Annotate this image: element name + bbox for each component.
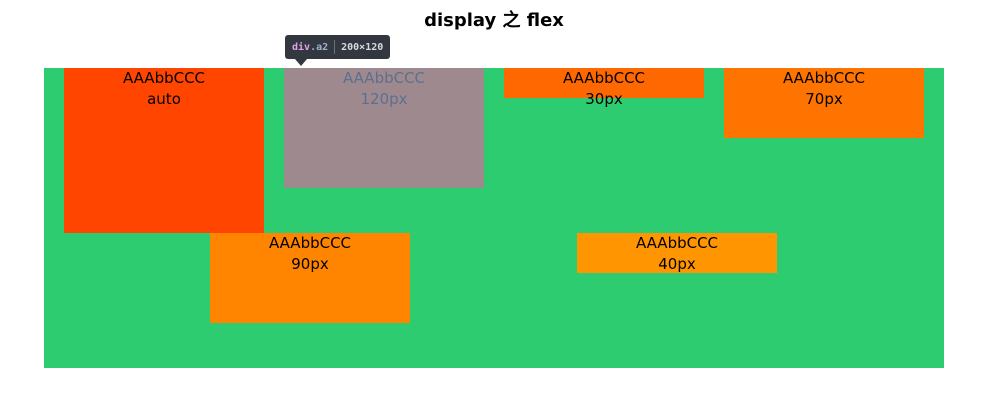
flex-item-6-text: AAAbbCCC [635,234,719,252]
tooltip-class: .a2 [310,41,329,53]
flex-item-6-size: 40px [658,255,696,273]
flex-item-1-size: auto [147,90,181,108]
flex-item-5-text: AAAbbCCC [268,234,352,252]
flex-item-5-size: 90px [291,255,329,273]
devtools-inspect-tooltip: div.a2 200×120 [285,35,391,59]
tooltip-separator [334,40,336,54]
tooltip-tag: div [292,41,311,53]
flex-item-3-size: 30px [585,90,623,108]
flex-item-5[interactable]: AAAbbCCC 90px [210,233,410,323]
page-title: display 之 flex [424,10,564,31]
flex-container: AAAbbCCC auto AAAbbCCC 120px AAAbbCCC 30… [44,68,944,368]
flex-item-3-text: AAAbbCCC [562,69,646,87]
flex-item-4-text: AAAbbCCC [782,69,866,87]
flex-item-2-text: AAAbbCCC [342,69,426,87]
flex-item-6[interactable]: AAAbbCCC 40px [577,233,777,273]
flex-item-3[interactable]: AAAbbCCC 30px [504,68,704,108]
tooltip-dimensions: 200×120 [341,41,384,53]
flex-item-1[interactable]: AAAbbCCC auto [64,68,264,233]
flex-item-4[interactable]: AAAbbCCC 70px [724,68,924,138]
flex-item-2-highlighted[interactable]: AAAbbCCC 120px [284,68,484,188]
flex-item-4-size: 70px [805,90,843,108]
flex-item-2-size: 120px [360,90,408,108]
flex-item-1-text: AAAbbCCC [122,69,206,87]
tooltip-arrow-icon [295,59,307,66]
